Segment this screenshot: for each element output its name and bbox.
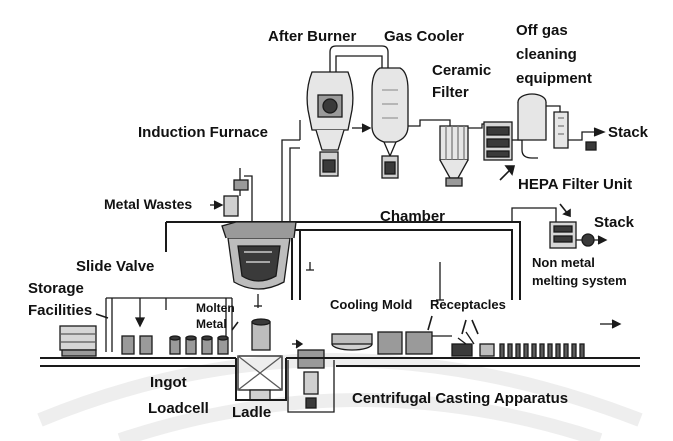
label-off-gas-3: equipment: [516, 70, 592, 87]
ladle-station: [237, 318, 283, 401]
label-ceramic-2: Filter: [432, 84, 469, 101]
label-off-gas-2: cleaning: [516, 46, 577, 63]
label-storage-2: Facilities: [28, 302, 93, 319]
ingot-conveyor: [479, 319, 622, 359]
metal-waste-feeder: [210, 168, 253, 222]
scrubber: [517, 93, 606, 159]
storage-facilities: [59, 325, 97, 357]
label-non-metal-1: Non metal: [532, 255, 595, 270]
drums: [121, 335, 229, 355]
centrifugal-casting: [287, 339, 335, 413]
label-hepa: HEPA Filter Unit: [518, 176, 633, 193]
label-storage-1: Storage: [28, 280, 84, 297]
cooler-filter-pipe: [408, 119, 451, 127]
label-ladle: Ladle: [232, 404, 272, 421]
hepa-filter-unit: [483, 121, 522, 161]
exhaust-duct: [281, 120, 301, 222]
label-stack-top: Stack: [608, 124, 649, 141]
watermark: [37, 353, 643, 441]
gas-cooler: [371, 67, 409, 179]
floor: [40, 357, 640, 401]
ceramic-filter: [439, 123, 492, 187]
chamber: [165, 221, 521, 300]
label-off-gas-1: Off gas: [516, 22, 568, 39]
label-stack-right: Stack: [594, 214, 635, 231]
crossover-pipe: [329, 45, 389, 72]
label-gas-cooler: Gas Cooler: [384, 28, 465, 45]
label-chamber: Chamber: [380, 208, 446, 225]
label-after-burner: After Burner: [268, 28, 357, 45]
pointer-arrows: [95, 165, 571, 335]
label-metal-wastes: Metal Wastes: [104, 196, 193, 212]
label-slide-valve: Slide Valve: [76, 258, 155, 275]
chamber-exhaust: [511, 207, 608, 249]
label-molten-1: Molten: [196, 301, 235, 315]
label-non-metal-2: melting system: [532, 273, 627, 288]
label-centrifugal: Centrifugal Casting Apparatus: [352, 390, 569, 407]
label-induction-furnace: Induction Furnace: [138, 124, 269, 141]
label-loadcell: Loadcell: [148, 400, 209, 417]
label-molten-2: Metal: [196, 317, 227, 331]
label-ingot: Ingot: [150, 374, 187, 391]
after-burner: [306, 71, 372, 177]
label-ceramic-1: Ceramic: [432, 62, 492, 79]
label-receptacles: Receptacles: [430, 297, 506, 312]
cooling-molds: [306, 262, 475, 357]
induction-furnace: [221, 221, 297, 308]
label-cooling-mold: Cooling Mold: [330, 297, 413, 312]
